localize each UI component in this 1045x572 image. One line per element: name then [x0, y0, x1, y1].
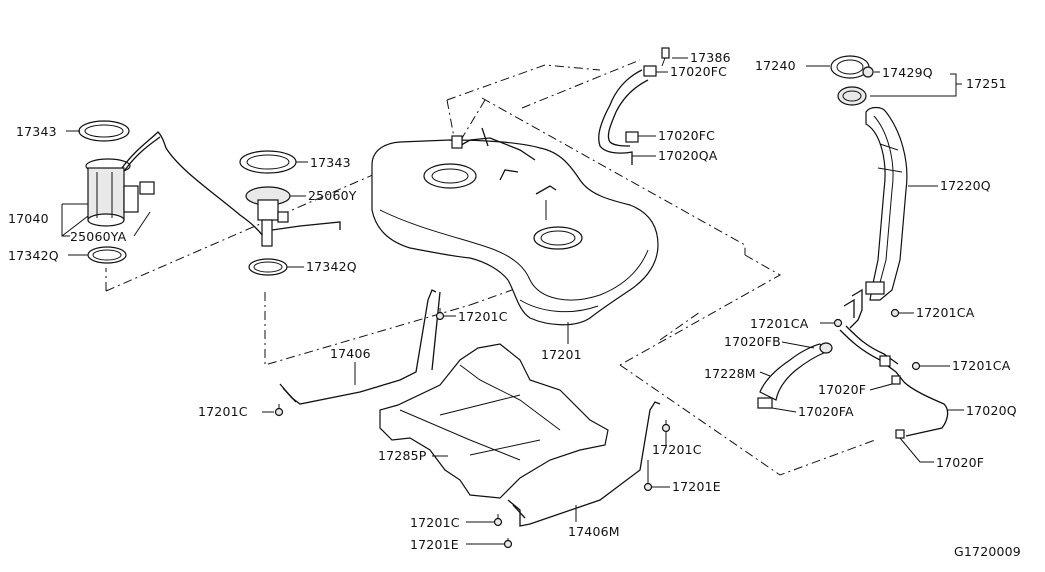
label-17020FA: 17020FA — [798, 404, 854, 419]
label-17406M: 17406M — [568, 524, 620, 539]
label-17020FC-b: 17020FC — [658, 128, 715, 143]
bolt-17201C-c — [661, 420, 671, 433]
label-17020QA: 17020QA — [658, 148, 718, 163]
clamp-17020F-a — [891, 375, 901, 385]
heat-shield-17285P — [379, 343, 609, 499]
label-17040: 17040 — [8, 211, 49, 226]
label-17201E-b: 17201E — [410, 537, 459, 552]
label-17020F-b: 17020F — [936, 455, 984, 470]
label-17201: 17201 — [541, 347, 582, 362]
fuel-pump-assembly-left — [61, 120, 269, 264]
clamp-17020FA — [757, 397, 773, 409]
label-17201C-d: 17201C — [410, 515, 460, 530]
hose-17228M — [759, 343, 827, 401]
bolt-17201C-b — [274, 404, 284, 417]
label-17220Q: 17220Q — [940, 178, 991, 193]
label-17020FB: 17020FB — [724, 334, 781, 349]
label-25060Y: 25060Y — [308, 188, 357, 203]
label-17020FC-a: 17020FC — [670, 64, 727, 79]
tank-straps — [279, 289, 661, 527]
filler-cap-17251 — [837, 86, 867, 106]
label-17020Q: 17020Q — [966, 403, 1017, 418]
label-17251: 17251 — [966, 76, 1007, 91]
label-25060YA: 25060YA — [70, 229, 127, 244]
label-17201C-c: 17201C — [652, 442, 702, 457]
label-17343-left: 17343 — [16, 124, 57, 139]
bolt-17201E-b — [503, 538, 513, 549]
clip-17386 — [661, 47, 670, 59]
seal-ring-17343-mid — [239, 150, 297, 174]
label-17342Q-mid: 17342Q — [306, 259, 357, 274]
label-17240: 17240 — [755, 58, 796, 73]
bolt-17201CA-a — [833, 318, 843, 328]
diagram-code: G1720009 — [954, 544, 1021, 559]
label-17201C-b: 17201C — [198, 404, 248, 419]
label-17201C-a: 17201C — [458, 309, 508, 324]
fuel-tank-17201 — [371, 127, 659, 344]
label-17386: 17386 — [690, 50, 731, 65]
grommet-17429Q — [862, 66, 874, 78]
bolt-17201CA-b — [890, 308, 900, 318]
sender-unit-mid — [239, 150, 341, 276]
seal-ring-17343-left — [78, 120, 130, 142]
bolt-17201E-a — [643, 460, 653, 492]
label-17343-mid: 17343 — [310, 155, 351, 170]
seal-ring-17342Q-left — [87, 246, 127, 264]
clamp-17020FB — [819, 342, 833, 354]
clamp-17020FC-mid — [625, 131, 639, 143]
bolts — [262, 308, 950, 549]
vent-hose-17020QA — [598, 47, 688, 165]
bolt-17201C-d — [493, 514, 503, 527]
clamp-17020FC-top — [643, 65, 657, 77]
clamp-17020F-b — [895, 429, 905, 439]
filler-neck-assembly — [757, 55, 964, 463]
seal-ring-17342Q-mid — [248, 258, 288, 276]
label-17201E-a: 17201E — [672, 479, 721, 494]
bolt-17201CA-c — [911, 361, 921, 371]
label-17406: 17406 — [330, 346, 371, 361]
label-17228M: 17228M — [704, 366, 756, 381]
bolt-17201C-a — [435, 308, 445, 321]
label-17285P: 17285P — [378, 448, 427, 463]
label-17201CA-c: 17201CA — [952, 358, 1011, 373]
label-17429Q: 17429Q — [882, 65, 933, 80]
label-17201CA-b: 17201CA — [916, 305, 975, 320]
label-17342Q-left: 17342Q — [8, 248, 59, 263]
labels: 17343 17040 25060YA 17342Q 17343 25060Y … — [8, 50, 1021, 559]
label-17201CA-a: 17201CA — [750, 316, 809, 331]
label-17020F-a: 17020F — [818, 382, 866, 397]
